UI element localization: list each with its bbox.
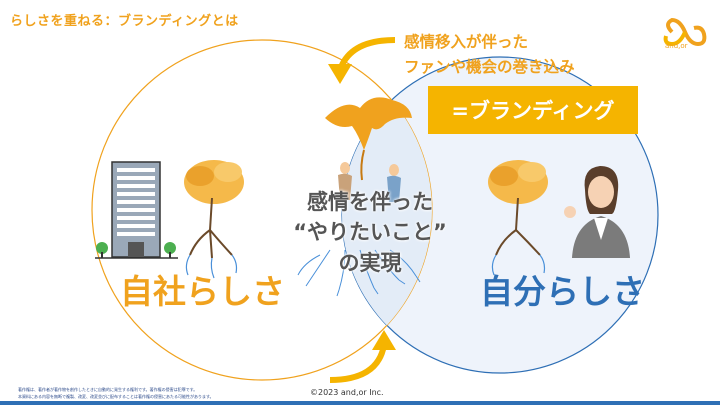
footnote-line1: 著作権は、著作者が著作物を創作したときに自動的に発生する権利です。著作権の侵害は… — [18, 387, 198, 392]
left-circle-label: 自社らしさ — [120, 272, 285, 311]
phoenix-icon — [325, 97, 412, 181]
logo-icon — [663, 17, 707, 47]
people-illustration — [338, 162, 401, 202]
arrow-icon — [328, 37, 396, 84]
headline-line2: ファンや機会の巻き込み — [404, 58, 575, 76]
building-icon — [95, 161, 178, 259]
logo-text: and,or — [665, 42, 688, 50]
headline-line1: 感情移入が伴った — [404, 33, 529, 51]
center-text-line2: “やりたいこと” — [293, 220, 447, 244]
bottom-strip — [0, 401, 720, 405]
copyright: ©2023 and,or Inc. — [310, 388, 384, 397]
right-circle-label: 自分らしさ — [480, 272, 645, 311]
slide-title: らしさを重ねる：ブランディングとは — [10, 14, 239, 29]
person-icon — [564, 166, 630, 258]
branding-box: =ブランディング — [428, 86, 638, 134]
arrow-icon — [329, 330, 396, 383]
tree-icon — [184, 160, 244, 279]
center-text-line1: 感情を伴った — [307, 190, 433, 214]
tree-icon — [488, 160, 548, 276]
roots-illustration — [297, 249, 421, 297]
footnote-line2: 本資料にある内容を無断で複製、改変、改変並びに配布することは著作権の侵害にあたる… — [18, 394, 214, 399]
center-text-line3: の実現 — [338, 251, 402, 275]
